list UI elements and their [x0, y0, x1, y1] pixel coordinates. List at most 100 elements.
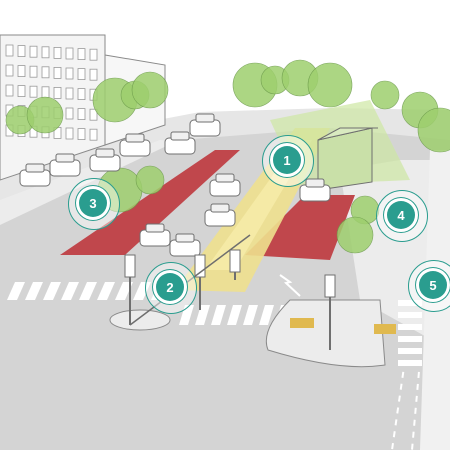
car [169, 233, 201, 257]
car [209, 173, 241, 197]
car [204, 203, 236, 227]
callout-marker[interactable]: 5 [419, 271, 447, 299]
building-window [29, 85, 38, 98]
cars [19, 113, 331, 257]
car-roof [215, 173, 235, 183]
car-roof [125, 133, 145, 143]
crosswalk-stripe [61, 282, 79, 300]
building-window [17, 85, 26, 97]
building-window [89, 68, 98, 81]
car-roof [195, 113, 215, 123]
tree-canopy [336, 216, 374, 254]
building-window [89, 48, 98, 61]
building-window [17, 65, 26, 77]
car-roof [95, 148, 115, 158]
car [119, 133, 151, 157]
callout-number: 4 [397, 207, 405, 223]
car-roof [145, 223, 165, 233]
tree-canopy [370, 80, 400, 110]
building-window [5, 44, 14, 57]
bike-lane-line [391, 359, 406, 450]
median-tip-curb [109, 309, 171, 331]
callout-number: 5 [429, 277, 437, 293]
crosswalk-stripe [398, 300, 422, 306]
crosswalk-stripe [398, 324, 422, 330]
crosswalk-stripe [7, 282, 25, 300]
building-window [17, 45, 26, 57]
building-window [29, 45, 38, 58]
callout-number: 3 [89, 195, 97, 211]
building-window [5, 84, 14, 97]
callout-halo [376, 190, 428, 242]
building-window [5, 64, 14, 77]
crosswalk-stripe [211, 305, 226, 325]
crosswalk-stripe [398, 360, 422, 366]
car [139, 223, 171, 247]
building-window [53, 87, 62, 99]
building-window [77, 108, 86, 120]
crosswalk-stripe [115, 282, 133, 300]
street-trees [5, 59, 450, 254]
bus [317, 127, 378, 191]
building-window [77, 68, 86, 80]
car-roof [55, 153, 75, 163]
building-window [77, 48, 86, 60]
callout-number: 2 [166, 279, 174, 295]
building-window [65, 47, 74, 60]
building-window [29, 65, 38, 78]
car-roof [210, 203, 230, 213]
signal-head [324, 274, 336, 298]
building-window [53, 47, 62, 59]
car [49, 153, 81, 177]
bus-lane-right [245, 195, 355, 260]
crosswalk-stripe [25, 282, 43, 300]
car [299, 178, 331, 202]
crosswalk-stripe [398, 336, 422, 342]
crosswalk-stripe [227, 305, 242, 325]
building-window [53, 67, 62, 79]
building-window [89, 108, 98, 121]
signal-head [229, 249, 241, 273]
crosswalk-stripe [243, 305, 258, 325]
car [189, 113, 221, 137]
crosswalk-stripe [195, 305, 210, 325]
crosswalk-stripe [179, 305, 194, 325]
building-window [41, 66, 50, 79]
building-window [89, 128, 98, 141]
car-roof [175, 233, 195, 243]
bike-lane-line [411, 359, 421, 450]
building-window [41, 46, 50, 59]
callout-number: 1 [283, 152, 291, 168]
tree-canopy [417, 107, 450, 153]
lane-arrow [279, 274, 301, 297]
car-roof [170, 131, 190, 141]
callout-marker[interactable]: 4 [387, 201, 415, 229]
tactile-strip [374, 324, 396, 334]
car [164, 131, 196, 155]
car [89, 148, 121, 172]
car-roof [25, 163, 45, 173]
building-window [41, 86, 50, 99]
tree-canopy [131, 71, 169, 109]
callout-marker[interactable]: 3 [79, 189, 107, 217]
tactile-strip [290, 318, 314, 328]
crosswalk-stripe [259, 305, 274, 325]
callout-marker[interactable]: 2 [156, 273, 184, 301]
crosswalk-stripe [97, 282, 115, 300]
tree-canopy [135, 165, 165, 195]
building-window [65, 127, 74, 140]
corner-curb [265, 299, 386, 368]
callout-marker[interactable]: 1 [273, 146, 301, 174]
building-window [77, 88, 86, 100]
building-window [65, 67, 74, 80]
tree-canopy [26, 96, 64, 134]
crosswalk-stripe [398, 348, 422, 354]
crosswalk-stripe [43, 282, 61, 300]
building-window [65, 107, 74, 120]
crosswalk-stripe [398, 312, 422, 318]
bus-lane-left [60, 150, 240, 255]
callout-halo [262, 135, 314, 187]
building-window [65, 87, 74, 100]
